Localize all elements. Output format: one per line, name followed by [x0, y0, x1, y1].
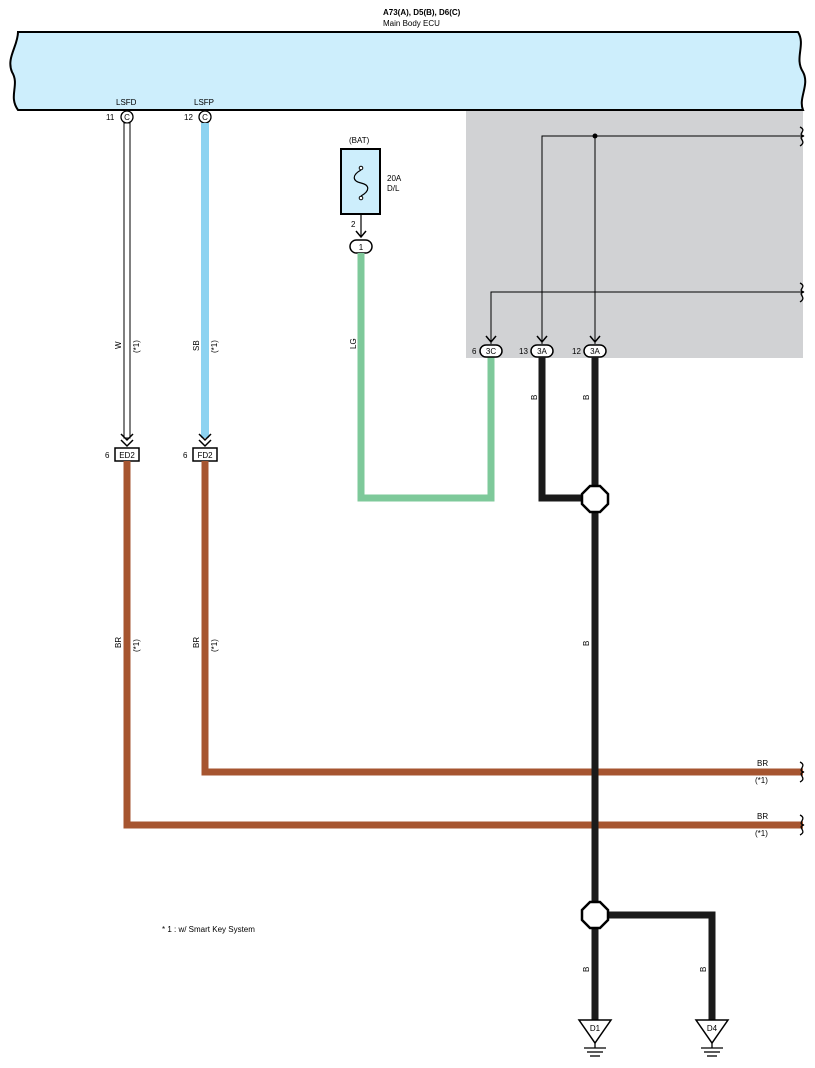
- wire-br-2-right-note: (*1): [755, 776, 768, 785]
- wire-br-2-label: BR: [192, 637, 201, 648]
- pin-lsfd-name: LSFD: [116, 98, 137, 107]
- ground-d1-symbol: [584, 1043, 606, 1057]
- conn-fd2-label: FD2: [197, 451, 213, 460]
- wire-sb: [201, 123, 209, 438]
- wire-w-arrow: [120, 433, 134, 448]
- fuse-source: (BAT): [349, 136, 370, 145]
- fuse-connector-label: 1: [359, 243, 364, 252]
- fuse-terminal-top: [358, 165, 364, 171]
- wire-lg: [357, 253, 495, 502]
- wire-b-d4-label: B: [699, 967, 708, 972]
- fuse-pin-arrow: [355, 230, 367, 239]
- conn-3a-12-label: 3A: [590, 347, 600, 356]
- wire-w-label: W: [114, 341, 123, 349]
- internal-junction: [592, 133, 598, 139]
- conn-ed2-number: 6: [105, 451, 110, 460]
- wire-lg-label: LG: [349, 338, 358, 349]
- wire-sb-label: SB: [192, 340, 201, 351]
- wire-break-internal-1: [799, 126, 805, 147]
- wire-br-1-note: (*1): [132, 639, 141, 652]
- conn-3c-label: 3C: [486, 347, 496, 356]
- main-body-ecu-block: [9, 31, 807, 111]
- fuse-rating: 20A: [387, 174, 402, 183]
- footnote: * 1 : w/ Smart Key System: [162, 925, 255, 934]
- wire-b-13: [538, 357, 582, 502]
- pin-lsfd-connector: C: [124, 113, 130, 122]
- wire-w: [123, 122, 131, 439]
- fuse-box: [340, 148, 381, 215]
- conn-fd2-number: 6: [183, 451, 188, 460]
- ground-d4-triangle: [694, 1019, 730, 1045]
- splice-point-upper: [580, 484, 610, 514]
- ground-d4-label: D4: [707, 1024, 718, 1033]
- internal-line-1: [541, 135, 803, 344]
- wire-break-br-2: [799, 761, 805, 783]
- wire-br-1: [123, 461, 803, 829]
- wire-break-internal-2: [799, 282, 805, 303]
- internal-arrow-3a-12: [589, 335, 601, 344]
- wire-br-1-right-label: BR: [757, 812, 768, 821]
- splice-point-lower: [580, 900, 610, 930]
- ground-d1-triangle: [577, 1019, 613, 1045]
- wire-br-1-right-note: (*1): [755, 829, 768, 838]
- conn-3c: [479, 344, 503, 358]
- fuse-name: D/L: [387, 184, 400, 193]
- ecu-name: Main Body ECU: [383, 19, 440, 28]
- conn-ed2-label: ED2: [119, 451, 135, 460]
- internal-arrow-3a-13: [536, 335, 548, 344]
- ground-d4-symbol: [701, 1043, 723, 1057]
- pin-lsfp-connector: C: [202, 113, 208, 122]
- wire-w-note: (*1): [132, 340, 141, 353]
- pin-lsfp-number: 12: [184, 113, 193, 122]
- wire-b-d1-label: B: [582, 967, 591, 972]
- wire-b-13-label: B: [530, 395, 539, 400]
- wire-br-2-note: (*1): [210, 639, 219, 652]
- conn-3a-13-number: 13: [519, 347, 528, 356]
- shaded-area: [466, 110, 803, 358]
- fuse-pin-number: 2: [351, 220, 356, 229]
- fuse-terminal-bottom: [358, 195, 364, 201]
- internal-arrow-3c: [485, 335, 497, 344]
- wire-b-12-label: B: [582, 395, 591, 400]
- wire-b-main-label: B: [582, 641, 591, 646]
- ground-d1-label: D1: [590, 1024, 601, 1033]
- conn-3a-12-number: 12: [572, 347, 581, 356]
- wire-break-br-1: [799, 814, 805, 836]
- pin-lsfd-number: 11: [106, 113, 115, 122]
- wire-br-2: [201, 461, 803, 776]
- wire-sb-note: (*1): [210, 340, 219, 353]
- wire-br-1-label: BR: [114, 637, 123, 648]
- wire-sb-arrow: [198, 433, 212, 448]
- wire-br-2-right-label: BR: [757, 759, 768, 768]
- pin-lsfp-name: LSFP: [194, 98, 214, 107]
- conn-3c-number: 6: [472, 347, 477, 356]
- ecu-connector-ids: A73(A), D5(B), D6(C): [383, 8, 461, 17]
- fuse-icon: [353, 169, 369, 197]
- internal-line-3: [490, 291, 803, 344]
- wire-b-d4: [608, 911, 716, 1020]
- conn-3a-13-label: 3A: [537, 347, 547, 356]
